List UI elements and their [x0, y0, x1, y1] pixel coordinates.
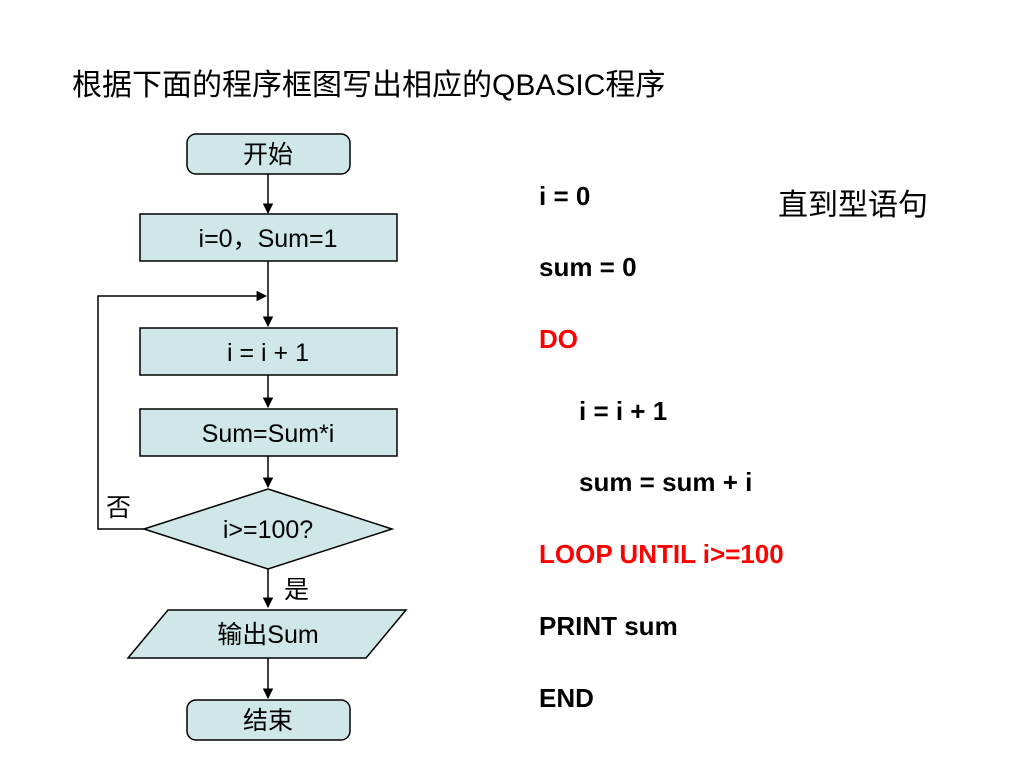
end-text: 结束	[243, 707, 293, 735]
end-terminal	[186, 699, 351, 741]
yes-label: 是	[284, 576, 309, 604]
start-text: 开始	[243, 141, 293, 169]
output-io	[126, 609, 408, 659]
init-text: i=0，Sum=1	[199, 225, 338, 253]
multiply-text: Sum=Sum*i	[202, 420, 335, 448]
code-line: PRINT sum	[539, 611, 678, 641]
increment-text: i = i + 1	[227, 339, 309, 367]
condition-text: i>=100?	[223, 516, 313, 544]
output-text: 输出Sum	[217, 621, 318, 649]
no-label: 否	[106, 494, 131, 522]
code-line: i = i + 1	[579, 396, 668, 426]
code-line-keyword: LOOP UNTIL i>=100	[539, 539, 784, 569]
loop-type-label: 直到型语句	[778, 189, 928, 222]
code-line: sum = 0	[539, 252, 637, 282]
slide-title: 根据下面的程序框图写出相应的QBASIC程序	[72, 69, 666, 102]
code-line: sum = sum + i	[579, 467, 753, 497]
code-line: END	[539, 683, 594, 713]
code-line: i = 0	[539, 181, 591, 211]
code-line-keyword: DO	[539, 324, 578, 354]
loop-back-line	[97, 290, 268, 530]
